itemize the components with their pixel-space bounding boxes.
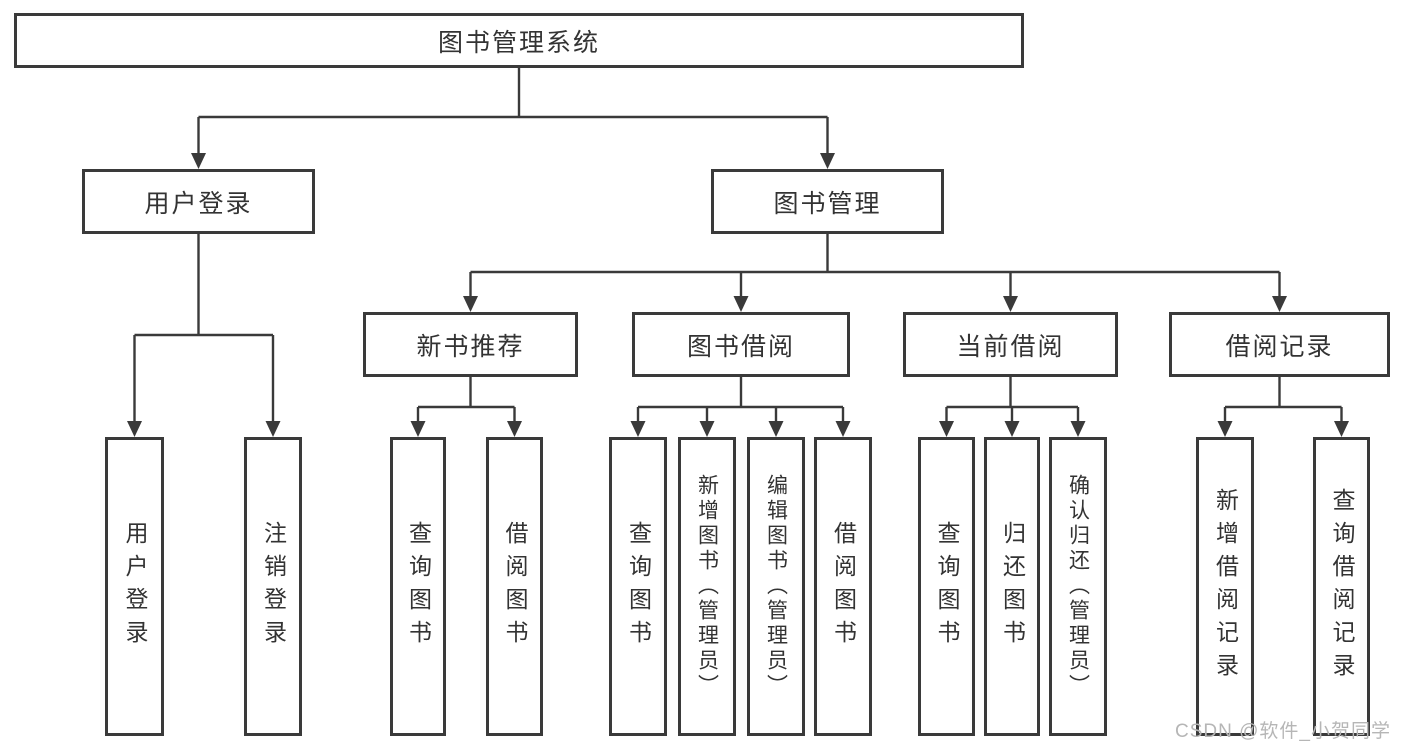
node-label: 借阅记录 <box>1225 332 1334 361</box>
node-label: 借阅图书 <box>502 520 528 653</box>
node-book-borrow: 图书借阅 <box>632 312 850 377</box>
node-rec-borrow-book: 借阅图书 <box>486 437 543 736</box>
node-rec-query-book: 查询图书 <box>390 437 446 736</box>
node-br-add-record: 新增借阅记录 <box>1196 437 1254 736</box>
node-label: 查询图书 <box>625 520 652 653</box>
arrowhead-icon <box>733 296 749 312</box>
arrowhead-icon <box>1334 421 1349 437</box>
node-label: 新书推荐 <box>416 332 525 361</box>
node-cb-query-book: 查询图书 <box>918 437 975 736</box>
arrowhead-icon <box>835 421 851 437</box>
arrowhead-icon <box>1070 421 1086 437</box>
node-label: 查询借阅记录 <box>1329 487 1355 686</box>
node-new-book-rec: 新书推荐 <box>363 312 578 377</box>
arrowhead-icon <box>1004 421 1020 437</box>
node-label: 查询图书 <box>405 520 432 653</box>
node-label: 新增借阅记录 <box>1212 487 1239 686</box>
node-bb-edit-book: 编辑图书（管理员） <box>747 437 805 736</box>
node-bb-add-book: 新增图书（管理员） <box>678 437 736 736</box>
arrowhead-icon <box>820 153 835 169</box>
arrowhead-icon <box>265 421 281 437</box>
node-cb-return-book: 归还图书 <box>984 437 1040 736</box>
node-cb-confirm-return: 确认归还（管理员） <box>1049 437 1107 736</box>
arrowhead-icon <box>191 153 206 169</box>
node-logout: 注销登录 <box>244 437 302 736</box>
arrowhead-icon <box>410 421 426 437</box>
node-label: 图书借阅 <box>686 332 795 361</box>
node-book-mgmt: 图书管理 <box>711 169 944 234</box>
node-label: 借阅图书 <box>830 520 857 653</box>
node-label: 查询图书 <box>934 520 960 653</box>
node-bb-query-book: 查询图书 <box>609 437 667 736</box>
node-root: 图书管理系统 <box>14 13 1024 68</box>
node-label: 用户登录 <box>122 520 148 653</box>
node-bb-borrow-book: 借阅图书 <box>814 437 872 736</box>
node-label: 归还图书 <box>999 520 1026 653</box>
arrowhead-icon <box>1217 421 1233 437</box>
arrowhead-icon <box>699 421 715 437</box>
arrowhead-icon <box>127 421 142 437</box>
node-label: 用户登录 <box>144 189 253 218</box>
arrowhead-icon <box>463 296 478 312</box>
arrowhead-icon <box>507 421 522 437</box>
arrowhead-icon <box>1003 296 1018 312</box>
node-label: 图书管理系统 <box>437 28 600 57</box>
watermark: CSDN @软件_小贺同学 <box>1175 721 1391 742</box>
node-label: 编辑图书（管理员） <box>764 474 788 699</box>
node-current-borrow: 当前借阅 <box>903 312 1118 377</box>
node-login: 用户登录 <box>105 437 164 736</box>
node-br-query-record: 查询借阅记录 <box>1313 437 1370 736</box>
node-borrow-records: 借阅记录 <box>1169 312 1390 377</box>
node-label: 确认归还（管理员） <box>1066 474 1090 699</box>
node-label: 图书管理 <box>773 189 882 218</box>
node-user-login: 用户登录 <box>82 169 315 234</box>
arrowhead-icon <box>1272 296 1287 312</box>
node-label: 注销登录 <box>260 520 287 653</box>
node-label: 当前借阅 <box>956 332 1065 361</box>
arrowhead-icon <box>630 421 646 437</box>
arrowhead-icon <box>939 421 954 437</box>
node-label: 新增图书（管理员） <box>695 474 719 699</box>
arrowhead-icon <box>768 421 784 437</box>
